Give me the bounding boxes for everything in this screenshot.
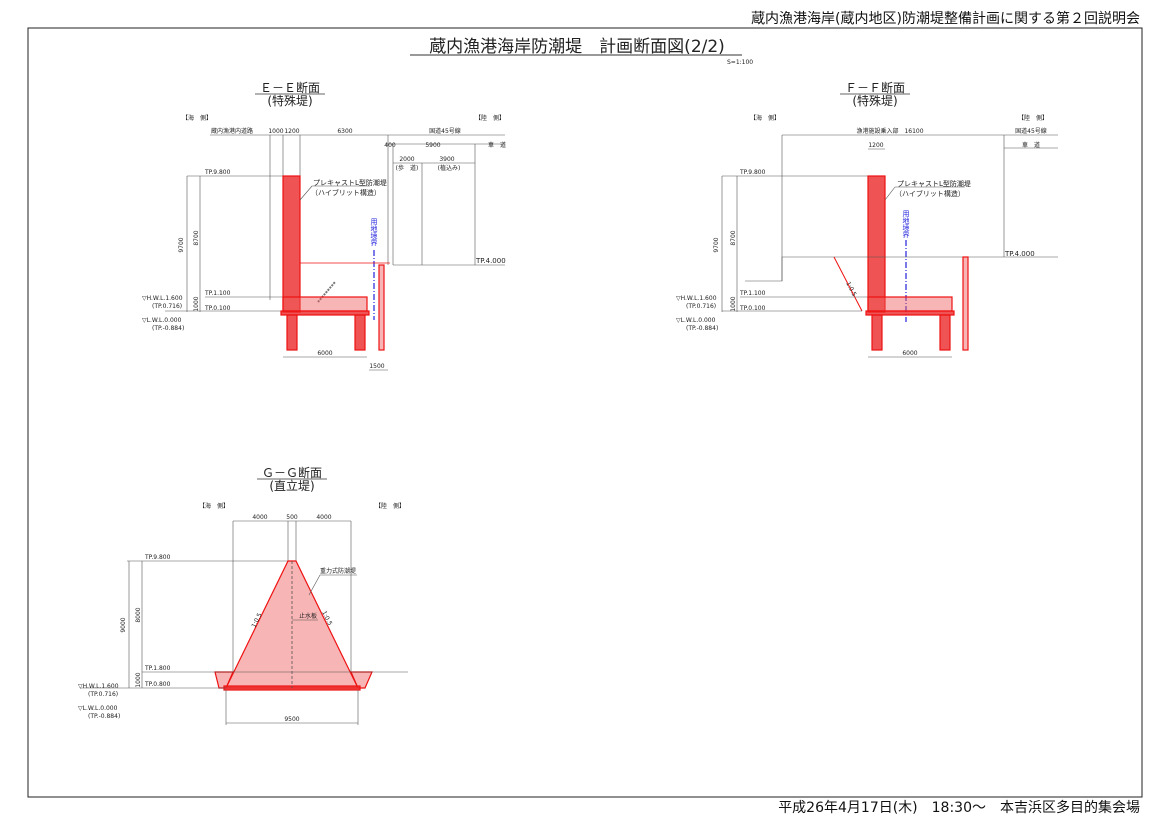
dim-400: 400 <box>384 142 396 149</box>
height-9000: 9000 <box>120 617 127 632</box>
wall-structure-label: （ハイブリット構造） <box>895 189 965 198</box>
sea-side-label: 【海 側】 <box>750 114 780 122</box>
pile <box>354 314 366 351</box>
dim-1200: 1200 <box>284 128 299 135</box>
route45-label: 国道45号線 <box>429 127 461 135</box>
land-side-label: 【陸 側】 <box>475 114 505 122</box>
width-9500: 9500 <box>284 716 299 723</box>
level-tp18: TP.1.800 <box>144 665 171 672</box>
section-title: Ｇ－Ｇ断面 <box>262 465 322 480</box>
entrance-label: 漁港施設乗入部 16100 <box>856 127 923 135</box>
footing <box>280 310 370 316</box>
boundary-label: 用地境界 <box>370 218 378 247</box>
dim-1000: 1000 <box>268 128 283 135</box>
dim-2000: 2000 <box>399 156 414 163</box>
width-6000: 6000 <box>902 350 917 357</box>
height-1000: 1000 <box>730 296 737 311</box>
base-slab <box>282 296 368 312</box>
gravity-seawall-label: 重力式防潮堤 <box>320 567 356 575</box>
height-8000: 8000 <box>135 607 142 622</box>
lwl-label: ▽L.W.L.0.000 <box>142 317 182 324</box>
section-title: Ｅ－Ｅ断面 <box>260 80 320 95</box>
level-tp40: TP.4.000 <box>1004 250 1035 258</box>
level-tp98: TP.9.800 <box>739 169 766 176</box>
meeting-footer: 平成26年4月17日(木) 18:30～ 本吉浜区多目的集会場 <box>778 800 1140 816</box>
boundary-label: 用地境界 <box>902 210 910 239</box>
meeting-header: 蔵内漁港海岸(蔵内地区)防潮堤整備計画に関する第２回説明会 <box>751 11 1140 27</box>
pile <box>286 314 298 351</box>
dim-4000-right: 4000 <box>316 514 331 521</box>
height-8700: 8700 <box>730 230 737 245</box>
sheet-border <box>27 27 1143 798</box>
level-tp40: TP.4.000 <box>475 257 506 265</box>
hwl-label: ▽H.W.L.1.600 <box>142 295 183 302</box>
level-tp11: TP.1.100 <box>204 290 231 297</box>
dim-1200: 1200 <box>868 142 883 149</box>
hwl-label: ▽H.W.L.1.600 <box>78 683 119 690</box>
section-title: Ｆ－Ｆ断面 <box>845 80 905 95</box>
width-1500: 1500 <box>369 363 384 370</box>
section-ee: Ｅ－Ｅ断面 (特殊堤) 【海 側】 【陸 側】 蔵内漁港内道路 1000 120… <box>142 80 506 371</box>
lwl-tp-label: (TP.-0.884) <box>88 713 120 720</box>
dim-6300: 6300 <box>337 128 352 135</box>
lwl-label: ▽L.W.L.0.000 <box>78 705 118 712</box>
level-tp98: TP.9.800 <box>144 554 171 561</box>
l-type-wall <box>282 175 301 313</box>
lwl-label: ▽L.W.L.0.000 <box>676 317 716 324</box>
section-subtitle: (特殊堤) <box>852 93 897 108</box>
hwl-label: ▽H.W.L.1.600 <box>676 295 717 302</box>
section-gg: Ｇ－Ｇ断面 (直立堤) 【海 側】 【陸 側】 4000 500 4000 TP… <box>78 465 408 725</box>
planting-label: (植込み) <box>438 164 461 172</box>
l-type-wall <box>867 175 886 313</box>
sheet-pile <box>962 256 969 351</box>
wall-structure-label: （ハイブリット構造） <box>311 188 381 197</box>
section-subtitle: (直立堤) <box>269 478 314 493</box>
wall-label: プレキャストL型防潮堤 <box>313 178 387 187</box>
hwl-tp-label: (TP.0.716) <box>152 303 182 310</box>
footing <box>865 310 955 316</box>
roadway-label: 車 道 <box>1022 141 1040 149</box>
sheet-pile <box>378 264 385 351</box>
lwl-tp-label: (TP.-0.884) <box>152 325 184 332</box>
pile <box>939 314 951 351</box>
sidewalk-label: (歩 道) <box>396 164 419 172</box>
level-tp98: TP.9.800 <box>204 169 231 176</box>
dim-5900: 5900 <box>425 142 440 149</box>
width-6000: 6000 <box>317 350 332 357</box>
lwl-tp-label: (TP.-0.884) <box>686 325 718 332</box>
section-subtitle: (特殊堤) <box>267 93 312 108</box>
land-side-label: 【陸 側】 <box>1018 114 1048 122</box>
level-tp11: TP.1.100 <box>739 290 766 297</box>
drawing-title: 蔵内漁港海岸防潮堤 計画断面図(2/2) <box>429 37 725 57</box>
dim-500: 500 <box>286 514 298 521</box>
height-1000: 1000 <box>135 672 142 687</box>
dim-4000-left: 4000 <box>252 514 267 521</box>
base-slab <box>867 296 953 312</box>
roadway-label: 車 道 <box>488 141 506 149</box>
level-tp08: TP.0.800 <box>144 681 171 688</box>
sea-side-label: 【海 側】 <box>199 502 229 510</box>
dim-3900: 3900 <box>439 156 454 163</box>
road-label: 蔵内漁港内道路 <box>211 127 253 135</box>
slope-label: 1:0.5 <box>844 281 857 298</box>
pile <box>871 314 883 351</box>
hwl-tp-label: (TP.0.716) <box>88 691 118 698</box>
route45-label: 国道45号線 <box>1015 127 1047 135</box>
level-tp01: TP.0.100 <box>739 305 766 312</box>
sea-side-label: 【海 側】 <box>182 114 212 122</box>
wall-label: プレキャストL型防潮堤 <box>897 179 971 188</box>
height-8700: 8700 <box>193 230 200 245</box>
waterstop-label: 止水板 <box>299 612 317 620</box>
height-1000: 1000 <box>193 296 200 311</box>
drawing-scale: S=1:100 <box>727 59 753 66</box>
hwl-tp-label: (TP.0.716) <box>686 303 716 310</box>
land-side-label: 【陸 側】 <box>375 502 405 510</box>
level-tp01: TP.0.100 <box>204 305 231 312</box>
section-ff: Ｆ－Ｆ断面 (特殊堤) 【海 側】 【陸 側】 漁港施設乗入部 16100 国道… <box>676 80 1058 358</box>
height-9700: 9700 <box>178 237 185 252</box>
height-9700: 9700 <box>713 237 720 252</box>
